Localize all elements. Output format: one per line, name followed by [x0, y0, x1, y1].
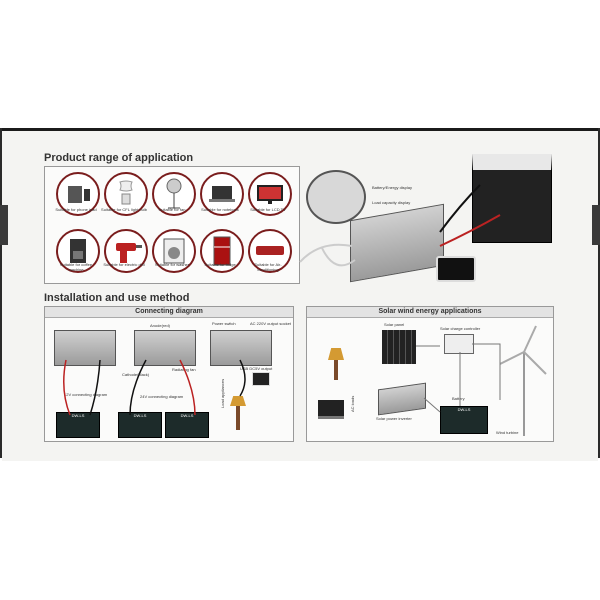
solar-inverter-label: Solar power inverter — [376, 416, 412, 421]
product-label: Suitable for LCD TV — [250, 207, 286, 212]
solar-wind-panel — [306, 306, 554, 442]
product-label: Suitable for Air-conditioning — [254, 262, 282, 272]
product-label: Suitable for coffee machine — [59, 262, 93, 272]
tv-icon — [248, 172, 292, 216]
connecting-diagram-title: Connecting diagram — [45, 307, 293, 318]
battery-24v-1: DW-LS — [118, 412, 162, 438]
load-display-label: Load capacity display — [372, 200, 411, 205]
fridge-icon — [200, 229, 244, 273]
phone-small — [252, 372, 270, 386]
bulb-icon — [104, 172, 148, 216]
solar-wind-title: Solar wind energy applications — [307, 307, 553, 318]
display-closeup — [306, 170, 366, 224]
power-switch-label: Power switch — [212, 321, 236, 326]
24v-diagram-label: 24V connecting diagram — [140, 394, 184, 399]
lamp-icon-solar — [328, 348, 344, 360]
battery-display-label: Battery/Energy display — [372, 185, 413, 190]
laptop-icon-solar — [318, 400, 344, 419]
battery-brand-label: DW-LS — [457, 407, 471, 412]
inverter-front-12v — [54, 330, 116, 366]
anode-label: Anode(red) — [150, 323, 171, 328]
lamp-icon — [230, 396, 246, 406]
lamp-base-solar — [334, 360, 338, 380]
inverter-rear — [210, 330, 272, 366]
lamp-base — [236, 406, 240, 430]
product-label: Suitable for fan — [158, 207, 186, 212]
battery-brand-label: DW-LS — [71, 413, 85, 418]
solar-panel-label: Solar panel — [384, 322, 405, 327]
fan-icon — [152, 172, 196, 216]
air-conditioner-icon — [248, 229, 292, 273]
cathode-label: Cathode(black) — [122, 372, 150, 377]
wind-turbine-label: Wind turbine — [496, 430, 519, 435]
washer-icon — [152, 229, 196, 273]
usb-output-label: USB DC5V output — [240, 366, 273, 371]
battery-brand-label: DW-LS — [133, 413, 147, 418]
ac-loads-label: AC loads — [350, 395, 355, 412]
product-label: Suitable for notebook — [201, 207, 239, 212]
battery-photo — [472, 154, 552, 243]
coffee-machine-icon — [56, 229, 100, 273]
product-label: Suitable for phone ipad — [55, 207, 97, 212]
battery-brand-label: DW-LS — [180, 413, 194, 418]
box-flap-left — [0, 205, 8, 245]
radiating-fan-label: Radiating fan — [172, 367, 196, 372]
box-flap-right — [592, 205, 600, 245]
battery-label: Battery — [452, 396, 465, 401]
battery-12v: DW-LS — [56, 412, 100, 438]
solar-battery-icon: DW-LS — [440, 406, 488, 434]
drill-icon — [104, 229, 148, 273]
product-label: Suitable for CFL light bulb — [101, 207, 147, 212]
ac-output-label: AC 220V output socket — [250, 321, 291, 326]
phone-tablet-icon — [56, 172, 100, 216]
load-appliances-label: Load appliances — [220, 378, 225, 408]
solar-panel-icon — [382, 330, 416, 364]
product-label: Suitable for washer — [154, 262, 190, 267]
charge-controller-label: Solar charge controller — [440, 326, 481, 331]
product-label: Suitable for fridge — [204, 262, 236, 267]
inverter-front-24v — [134, 330, 196, 366]
phone-photo — [436, 256, 476, 282]
laptop-icon — [200, 172, 244, 216]
battery-24v-2: DW-LS — [165, 412, 209, 438]
installation-title: Installation and use method — [44, 292, 190, 304]
product-range-title: Product range of application — [44, 152, 194, 164]
product-label: Suitable for electric drill — [103, 262, 145, 267]
12v-diagram-label: 12V connecting diagram — [64, 392, 108, 397]
charge-controller-icon — [444, 334, 474, 354]
